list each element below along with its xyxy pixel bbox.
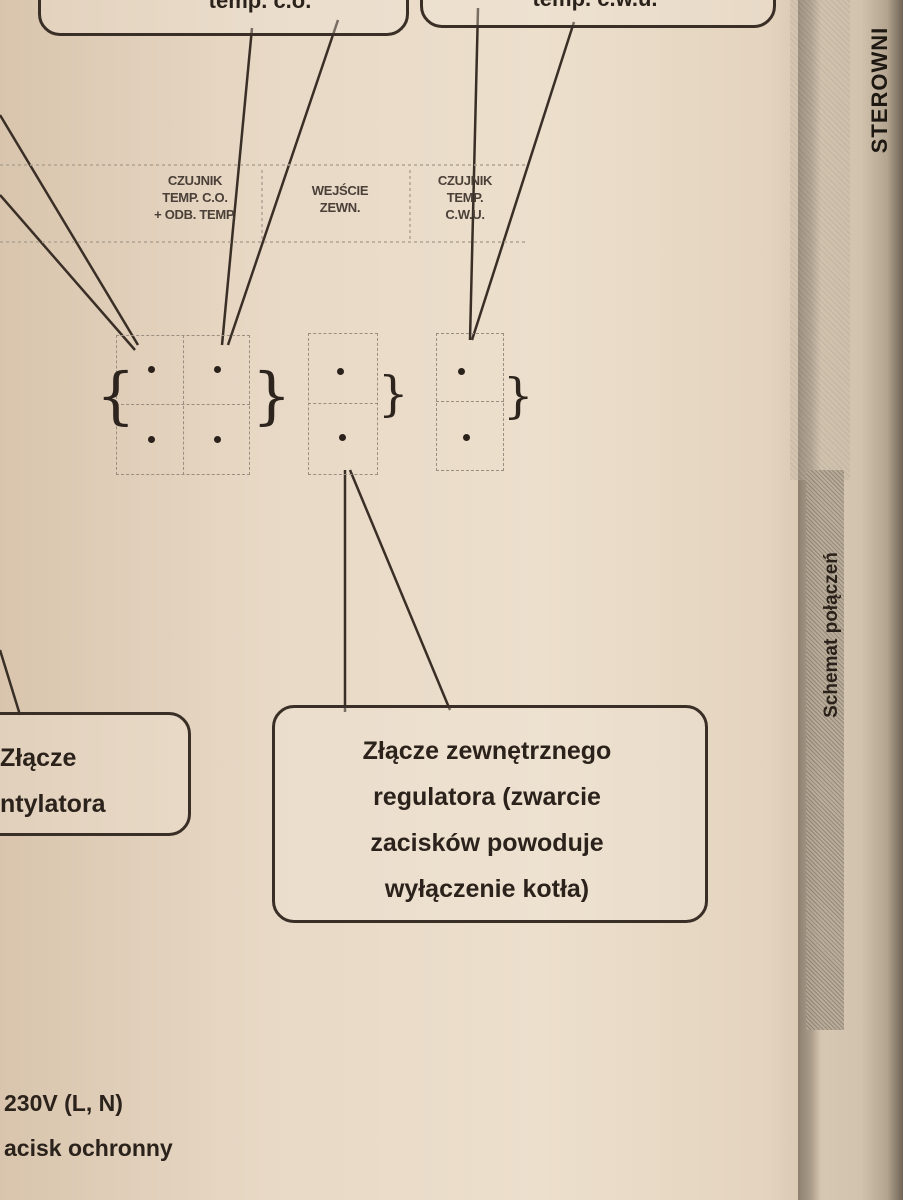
callout-cwu-temp-text: temp. c.w.u.: [495, 0, 695, 12]
terminal-dot: [148, 436, 155, 443]
header-external-input-line1: WEJŚCIE: [311, 183, 369, 198]
header-sensor-cwu-line1: CZUJNIK: [437, 173, 493, 188]
header-sensor-co-line1: CZUJNIK: [167, 173, 223, 188]
leader-line-fan: [0, 649, 22, 716]
footer-note-power: 230V (L, N): [4, 1090, 123, 1116]
terminal-dot: [337, 368, 344, 375]
header-sensor-co: CZUJNIK TEMP. C.O. + ODB. TEMP.: [110, 172, 280, 223]
callout-reg-line4: wyłączenie kotła): [384, 875, 590, 903]
callout-reg-line2: regulatora (zwarcie: [373, 783, 601, 811]
terminal-dot: [339, 434, 346, 441]
hatched-margin-top: [790, 0, 850, 480]
terminal-dot: [214, 436, 221, 443]
leader-line-4: [226, 19, 340, 346]
header-sensor-cwu-line2: TEMP.: [446, 190, 484, 205]
footer-note-ground: acisk ochronny: [4, 1135, 173, 1161]
terminal-dot: [148, 366, 155, 373]
brace-left: {: [96, 359, 136, 432]
leader-line-2: [0, 194, 136, 351]
header-external-input-line2: ZEWN.: [319, 200, 361, 215]
leader-line-6: [470, 21, 576, 341]
callout-cwu-temp: [420, 0, 776, 28]
callout-reg-line1: Złącze zewnętrznego: [362, 737, 612, 765]
leader-line-5: [468, 7, 480, 341]
brace-right: }: [378, 366, 409, 422]
header-sensor-co-line2: TEMP. C.O.: [162, 190, 228, 205]
header-sensor-cwu-line3: C.W.U.: [445, 207, 485, 222]
leader-line-reg-b: [348, 469, 452, 711]
leader-line-1: [0, 114, 140, 346]
callout-fan-connector-text: Złącze ntylatora: [0, 735, 170, 827]
terminal-block-external-divider: [308, 403, 378, 404]
callout-co-temp: [38, 0, 409, 36]
brace-right: }: [503, 368, 534, 424]
terminal-dot: [463, 434, 470, 441]
terminal-block-external: [308, 333, 378, 475]
callout-external-regulator: [272, 705, 708, 923]
terminal-block-cwu-divider: [436, 401, 504, 402]
callout-external-regulator-text: Złącze zewnętrznego regulatora (zwarcie …: [282, 728, 692, 912]
hatched-margin-band: [806, 470, 844, 1030]
terminal-block-cwu: [436, 333, 504, 471]
header-sensor-cwu: CZUJNIK TEMP. C.W.U.: [410, 172, 520, 223]
terminal-dot: [214, 366, 221, 373]
terminal-block-sensors-divider-v: [183, 335, 184, 475]
header-sensor-co-line3: + ODB. TEMP.: [154, 207, 236, 222]
terminal-dot: [458, 368, 465, 375]
terminal-block-sensors-divider-h: [116, 404, 250, 405]
leader-line-3: [220, 27, 254, 346]
callout-fan-connector: [0, 712, 191, 836]
callout-fan-line2: ntylatora: [0, 790, 106, 818]
header-external-input: WEJŚCIE ZEWN.: [280, 182, 400, 216]
callout-reg-line3: zacisków powoduje: [370, 829, 604, 857]
brace-right: }: [252, 359, 292, 432]
callout-co-temp-text: temp. c.o.: [208, 0, 312, 13]
callout-fan-line1: Złącze: [0, 744, 77, 772]
